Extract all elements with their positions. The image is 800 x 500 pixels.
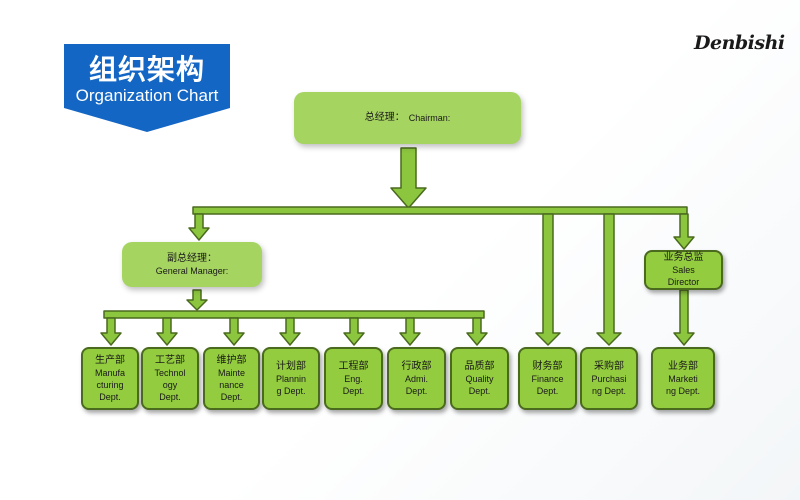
dept-label-en: Admi. Dept. bbox=[404, 373, 428, 396]
finance-arrow bbox=[535, 213, 561, 346]
dept-finance: 财务部 Finance Dept. bbox=[518, 347, 577, 410]
dept-technology: 工艺部 Technol ogy Dept. bbox=[141, 347, 199, 410]
dept-arrow bbox=[223, 317, 245, 346]
title-english: Organization Chart bbox=[75, 86, 219, 105]
sales-director-arrow bbox=[673, 213, 695, 250]
dept-manufacturing: 生产部 Manufa cturing Dept. bbox=[81, 347, 139, 410]
title-chinese: 组织架构 bbox=[88, 53, 205, 86]
dept-purchasing: 采购部 Purchasi ng Dept. bbox=[580, 347, 638, 410]
gm-down-arrow bbox=[186, 289, 208, 311]
dept-arrow bbox=[343, 317, 365, 346]
dept-label-en: Marketi ng Dept. bbox=[665, 373, 701, 396]
banner-shape bbox=[64, 44, 230, 132]
sales-director-box: 业务总监 Sales Director bbox=[644, 250, 723, 290]
dept-label-en: Finance Dept. bbox=[531, 373, 564, 396]
sales-director-label-en: Sales Director bbox=[667, 265, 700, 287]
dept-label-cn: 工艺部 bbox=[155, 354, 185, 366]
dept-label-cn: 采购部 bbox=[594, 360, 624, 372]
company-logo: Denbishi bbox=[694, 32, 785, 54]
dept-arrow bbox=[156, 317, 178, 346]
dept-arrow bbox=[466, 317, 488, 346]
dept-label-en: Mainte nance Dept. bbox=[217, 367, 245, 402]
dept-planning: 计划部 Plannin g Dept. bbox=[262, 347, 320, 410]
gm-arrow bbox=[188, 213, 210, 241]
dept-label-cn: 行政部 bbox=[401, 360, 432, 372]
dept-arrow bbox=[279, 317, 301, 346]
dept-label-en: Eng. Dept. bbox=[342, 373, 365, 396]
marketing-arrow bbox=[673, 289, 695, 346]
dept-label-cn: 计划部 bbox=[276, 360, 306, 372]
dept-label-en: Plannin g Dept. bbox=[275, 373, 307, 396]
dept-label-en: Purchasi ng Dept. bbox=[591, 373, 627, 396]
dept-label-en: Manufa cturing Dept. bbox=[94, 367, 126, 402]
title-banner: 组织架构 Organization Chart bbox=[64, 44, 230, 134]
chairman-box: 总经理： Chairman: bbox=[294, 92, 521, 144]
chairman-arrow bbox=[390, 147, 427, 209]
gm-label-en: General Manager: bbox=[155, 265, 229, 276]
main-horizontal-bar bbox=[192, 206, 688, 215]
dept-label-cn: 维护部 bbox=[216, 354, 247, 366]
sub-horizontal-bar bbox=[103, 310, 485, 319]
dept-maintenance: 维护部 Mainte nance Dept. bbox=[203, 347, 260, 410]
dept-label-cn: 生产部 bbox=[95, 354, 125, 366]
sales-director-label-cn: 业务总监 bbox=[663, 252, 704, 263]
dept-label-cn: 工程部 bbox=[338, 360, 369, 372]
dept-label-cn: 业务部 bbox=[668, 360, 698, 372]
purchasing-arrow bbox=[596, 213, 622, 346]
dept-label-en: Technol ogy Dept. bbox=[154, 367, 186, 402]
dept-label-en: Quality Dept. bbox=[465, 373, 494, 396]
dept-administration: 行政部 Admi. Dept. bbox=[387, 347, 446, 410]
dept-label-cn: 品质部 bbox=[464, 360, 495, 372]
dept-marketing: 业务部 Marketi ng Dept. bbox=[651, 347, 715, 410]
dept-arrow bbox=[399, 317, 421, 346]
dept-arrow bbox=[100, 317, 122, 346]
dept-label-cn: 财务部 bbox=[532, 360, 563, 372]
chairman-label-en: Chairman: bbox=[408, 113, 451, 123]
chairman-label-cn: 总经理： bbox=[364, 112, 405, 123]
gm-label-cn: 副总经理： bbox=[167, 252, 217, 264]
dept-engineering: 工程部 Eng. Dept. bbox=[324, 347, 383, 410]
dept-quality: 品质部 Quality Dept. bbox=[450, 347, 509, 410]
general-manager-box: 副总经理： General Manager: bbox=[122, 242, 262, 287]
